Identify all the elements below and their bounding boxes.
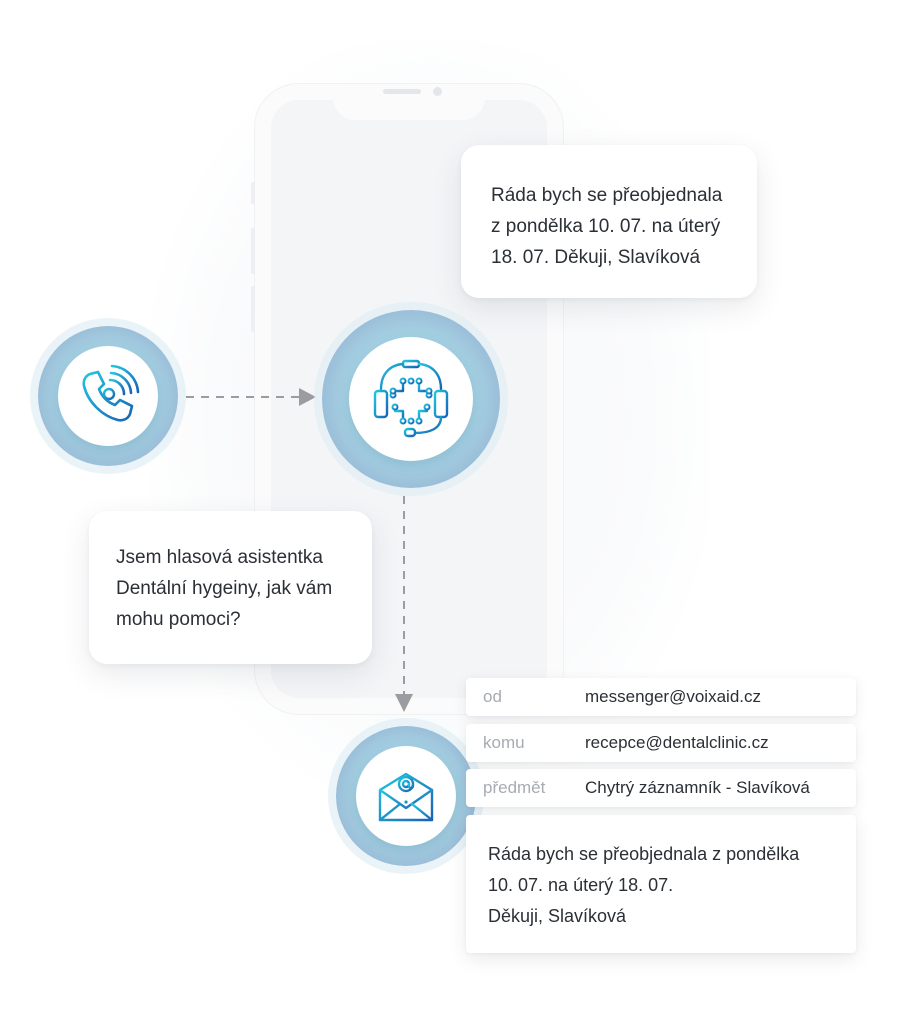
caller-message-text: Ráda bych se přeobjednala z pondělka 10.…: [491, 185, 723, 268]
phone-side-button: [251, 286, 255, 332]
email-subject-value: Chytrý záznamník - Slavíková: [585, 778, 810, 797]
email-subject-label: předmět: [483, 778, 546, 797]
call-node: [38, 326, 178, 466]
assistant-node: [322, 310, 500, 488]
email-from-row: od messenger@voixaid.cz: [466, 678, 856, 716]
email-to-label: komu: [483, 733, 525, 752]
assistant-message-text: Jsem hlasová asistentka Dentální hygeiny…: [116, 547, 333, 630]
phone-call-icon: [82, 364, 140, 422]
ai-headset-icon: [373, 359, 449, 438]
email-to-row: komu recepce@dentalclinic.cz: [466, 724, 856, 762]
email-subject-row: předmět Chytrý záznamník - Slavíková: [466, 769, 856, 807]
email-envelope-icon: [378, 772, 434, 822]
caller-message-bubble: Ráda bych se přeobjednala z pondělka 10.…: [461, 145, 757, 298]
arrow-head-down: [395, 694, 413, 712]
email-body: Ráda bych se přeobjednala z pondělka 10.…: [466, 815, 856, 953]
email-node: [336, 726, 476, 866]
phone-speaker: [383, 89, 421, 94]
email-from-value: messenger@voixaid.cz: [585, 687, 761, 706]
phone-side-button: [251, 182, 255, 204]
email-from-label: od: [483, 687, 502, 706]
email-to-value: recepce@dentalclinic.cz: [585, 733, 769, 752]
assistant-message-bubble: Jsem hlasová asistentka Dentální hygeiny…: [89, 511, 372, 664]
phone-camera: [433, 87, 442, 96]
phone-notch: [333, 84, 485, 120]
arrow-head-right: [299, 388, 316, 406]
phone-side-button: [251, 228, 255, 274]
email-body-text: Ráda bych se přeobjednala z pondělka 10.…: [488, 844, 800, 926]
